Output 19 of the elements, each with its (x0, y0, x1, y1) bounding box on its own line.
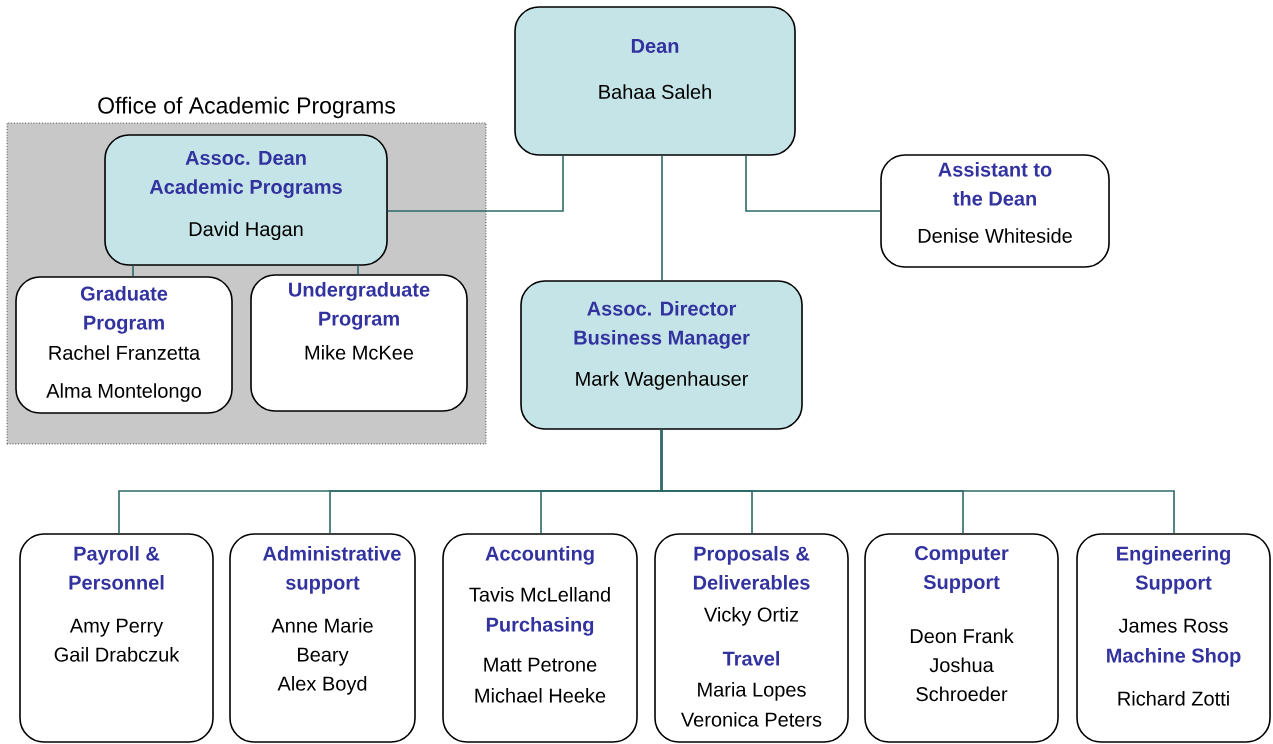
connector-line (661, 155, 663, 281)
connector-line (132, 265, 134, 277)
unit-box: Administrative support Anne Marie Beary Alex Boyd (229, 533, 416, 743)
unit-box: Graduate Program Rachel Franzetta Alma Montelongo (15, 276, 233, 414)
connector-line (745, 155, 881, 212)
title-box: Dean Bahaa Saleh (514, 6, 796, 156)
title-box: Assoc. Director Business Manager Mark Wagenhauser (520, 280, 803, 430)
unit-box: Payroll & Personnel Amy Perry Gail Drabczuk (19, 533, 214, 743)
unit-box: Proposals & Deliverables Vicky Ortiz Travel Maria Lopes Veronica Peters (654, 533, 849, 743)
connector-line (357, 265, 359, 275)
title-box: Assoc. Dean Academic Programs David Hagan (104, 134, 388, 266)
unit-box: Computer Support Deon Frank Joshua Schroeder (864, 533, 1059, 743)
connector-line (387, 155, 564, 212)
unit-box: Accounting Tavis McLelland Purchasing Matt Petrone Michael Heeke (442, 533, 638, 743)
connector-line (660, 429, 1175, 534)
node-label: Office of Academic Programs (98, 96, 395, 119)
unit-box: Assistant to the Dean Denise Whiteside (880, 154, 1110, 268)
unit-box: Engineering Support James Ross Machine Shop Richard Zotti (1076, 533, 1271, 743)
unit-box: Undergraduate Program Mike McKee (250, 274, 468, 412)
